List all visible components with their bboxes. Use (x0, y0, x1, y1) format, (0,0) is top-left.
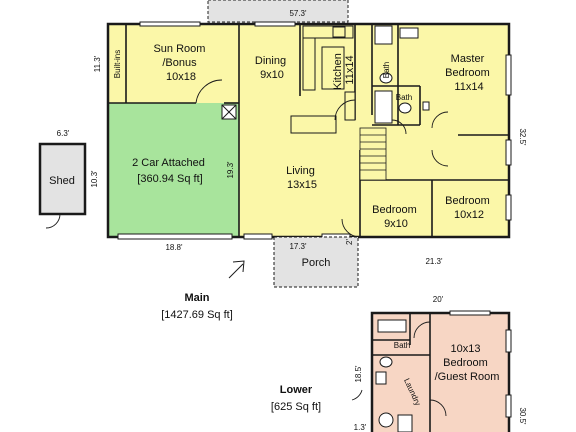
dim-left-height: 11.3' (93, 55, 102, 72)
utility-box (221, 104, 237, 120)
dim-porch-width: 17.3' (289, 242, 307, 251)
main-caption-title: Main (184, 292, 209, 304)
porch (273, 236, 359, 288)
lower-bedroom-label: 10x13 Bedroom /Guest Room (435, 343, 500, 383)
dim-right-height: 32.5' (518, 128, 527, 146)
living-label: Living 13x15 (286, 165, 318, 191)
lower-caption-title: Lower (280, 384, 313, 396)
lower-caption-area: [625 Sq ft] (271, 401, 321, 413)
lower-dim-right-height: 30.5' (518, 407, 527, 425)
lower-dim-width: 20' (433, 295, 444, 304)
lower-interior-walls (372, 313, 431, 432)
bath-fixtures (374, 25, 430, 124)
kitchen-fixtures (290, 25, 356, 134)
dim-right-width: 21.3' (425, 257, 443, 266)
shed (38, 142, 87, 216)
sun-room-label: Sun Room /Bonus 10x18 (153, 43, 208, 83)
dim-garage-height: 19.3' (226, 161, 235, 179)
lower-dim-left-height: 18.5' (354, 365, 363, 383)
top-landing (207, 0, 349, 23)
main-caption-area: [1427.69 Sq ft] (161, 309, 233, 321)
dim-shed-height: 10.3' (90, 170, 99, 188)
lower-fixtures (375, 319, 413, 432)
lower-windows (449, 310, 512, 418)
dining-label: Dining 9x10 (255, 55, 289, 81)
bedroom-2-label: Bedroom 10x12 (445, 195, 493, 221)
dim-garage-width: 18.8' (165, 243, 183, 252)
stairs (359, 127, 387, 181)
porch-label: Porch (302, 257, 331, 269)
dim-shed-width: 6.3' (57, 129, 70, 138)
garage (108, 103, 239, 237)
lower-bath-label: Bath (394, 341, 410, 350)
door-swings (45, 79, 449, 238)
top-dimension: 57.3' (289, 9, 307, 18)
bedroom-1-label: Bedroom 9x10 (372, 204, 420, 230)
builtins-label: Built-ins (113, 50, 122, 78)
kitchen-label: Kitchen 11x14 (332, 50, 356, 90)
garage-label: 2 Car Attached [360.94 Sq ft] (132, 157, 208, 185)
dim-porch-depth: 2' (345, 239, 354, 245)
lower-door-swings (351, 321, 447, 417)
entry-arrow-icon (228, 260, 245, 279)
bath-lower-label: Bath (396, 93, 412, 102)
shed-label: Shed (49, 175, 75, 187)
bath-upper-label: Bath (382, 62, 391, 78)
lower-floor (370, 311, 511, 432)
lower-dim-small: 1.3' (354, 423, 367, 432)
master-bedroom-label: Master Bedroom 11x14 (445, 53, 493, 93)
